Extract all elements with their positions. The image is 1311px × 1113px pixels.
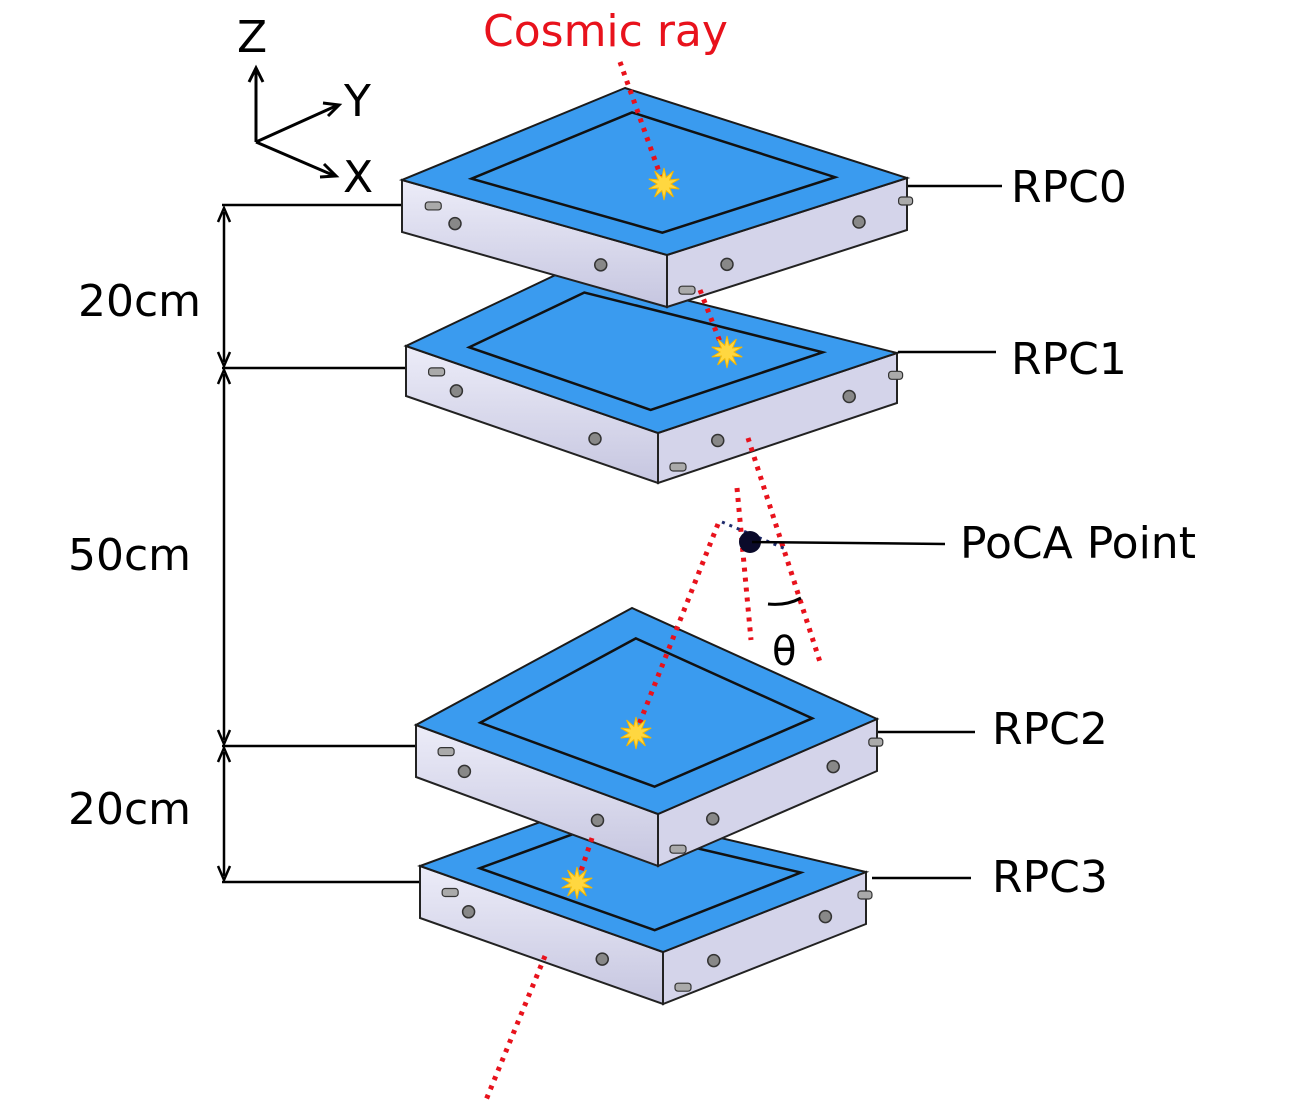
spacing-label-rpc1-rpc2: 50cm [68, 530, 192, 581]
rpc0-hit-star-icon [648, 167, 680, 201]
gas-nozzle-icon [897, 196, 914, 206]
gas-nozzle-icon [888, 370, 904, 380]
z-axis-label: Z [237, 12, 268, 63]
dim-arrowhead [216, 366, 232, 385]
cosmic-ray-label: Cosmic ray [483, 6, 728, 57]
rpc3-plate [417, 804, 873, 1006]
rpc0-inner-frame [467, 111, 840, 234]
connector-icon [449, 384, 464, 398]
gas-nozzle-icon [437, 747, 455, 757]
poca-point-label: PoCA Point [960, 518, 1196, 569]
spacing-label-rpc2-rpc3: 20cm [68, 784, 192, 835]
dimension-lines [216, 203, 422, 884]
connector-icon [706, 812, 720, 826]
x-axis-arrowhead [319, 162, 340, 179]
rpc1-inner-frame [465, 291, 828, 412]
gas-nozzle-icon [669, 462, 687, 472]
cosmic-ray-track [483, 61, 823, 1101]
gas-nozzle-icon [441, 887, 459, 898]
spacing-label-rpc0-rpc1: 20cm [78, 276, 202, 327]
incoming-track-upper [617, 61, 665, 181]
connector-icon [588, 432, 602, 446]
rpc2-inner-frame [477, 636, 816, 789]
y-axis-line [255, 103, 339, 144]
poca-point-dot [739, 531, 761, 553]
dim-arrowhead [216, 204, 232, 223]
connector-icon [457, 764, 472, 779]
outgoing-track-mid [575, 837, 595, 881]
poca-construct [721, 520, 946, 606]
rpc1-top-face [403, 268, 901, 435]
connector-icon [852, 215, 866, 229]
rpc1-hit-star-icon [711, 335, 743, 369]
rpc3-label: RPC3 [992, 852, 1108, 903]
rpc1-label: RPC1 [1011, 334, 1127, 385]
connector-icon [461, 905, 476, 919]
scattering-angle-label: θ [772, 629, 797, 675]
connector-icon [595, 952, 609, 966]
rpc3-inner-frame [476, 823, 806, 932]
rpc3-hit-star-icon [561, 866, 593, 900]
rpc0-label: RPC0 [1011, 162, 1127, 213]
gas-nozzle-icon [428, 367, 446, 377]
connector-icon [594, 258, 608, 272]
y-axis-arrowhead [322, 101, 343, 118]
rpc0-plate [398, 86, 914, 309]
rpc-leader-lines [872, 184, 1002, 880]
gas-nozzle-icon [669, 844, 687, 854]
outgoing-track-upper [633, 523, 721, 733]
x-axis-line [255, 140, 336, 178]
dim-arrowhead [216, 351, 232, 370]
x-axis-label: X [343, 152, 374, 203]
gas-nozzle-icon [424, 201, 442, 211]
rpc1-plate [403, 268, 904, 485]
gas-nozzle-icon [868, 737, 884, 747]
gas-nozzle-icon [857, 890, 873, 900]
dim-arrowhead [216, 729, 232, 748]
rpc2-label: RPC2 [992, 704, 1108, 755]
rpc2-hit-star-icon [620, 716, 652, 750]
dim-arrowhead [216, 744, 232, 763]
y-axis-label: Y [344, 76, 371, 127]
rpc-plates [398, 86, 914, 1006]
gas-nozzle-icon [674, 982, 692, 992]
connector-icon [818, 909, 833, 924]
connector-icon [590, 813, 605, 828]
connector-icon [448, 216, 462, 231]
connector-icon [826, 759, 840, 774]
coordinate-axes [247, 64, 343, 179]
connector-icon [707, 953, 721, 968]
gas-nozzle-icon [678, 285, 696, 295]
outgoing-track-lower [483, 955, 548, 1101]
incoming-track-mid [697, 289, 727, 353]
connector-icon [842, 389, 856, 404]
hit-markers [561, 167, 743, 900]
poca-leader-line [751, 540, 946, 546]
angle-arc [767, 596, 802, 606]
rpc3-top-face [417, 804, 870, 954]
z-axis-arrowhead [247, 64, 265, 83]
connector-icon [711, 433, 725, 448]
outgoing-track-extended [734, 487, 754, 641]
dim-arrowhead [216, 865, 232, 884]
connector-icon [720, 257, 734, 272]
